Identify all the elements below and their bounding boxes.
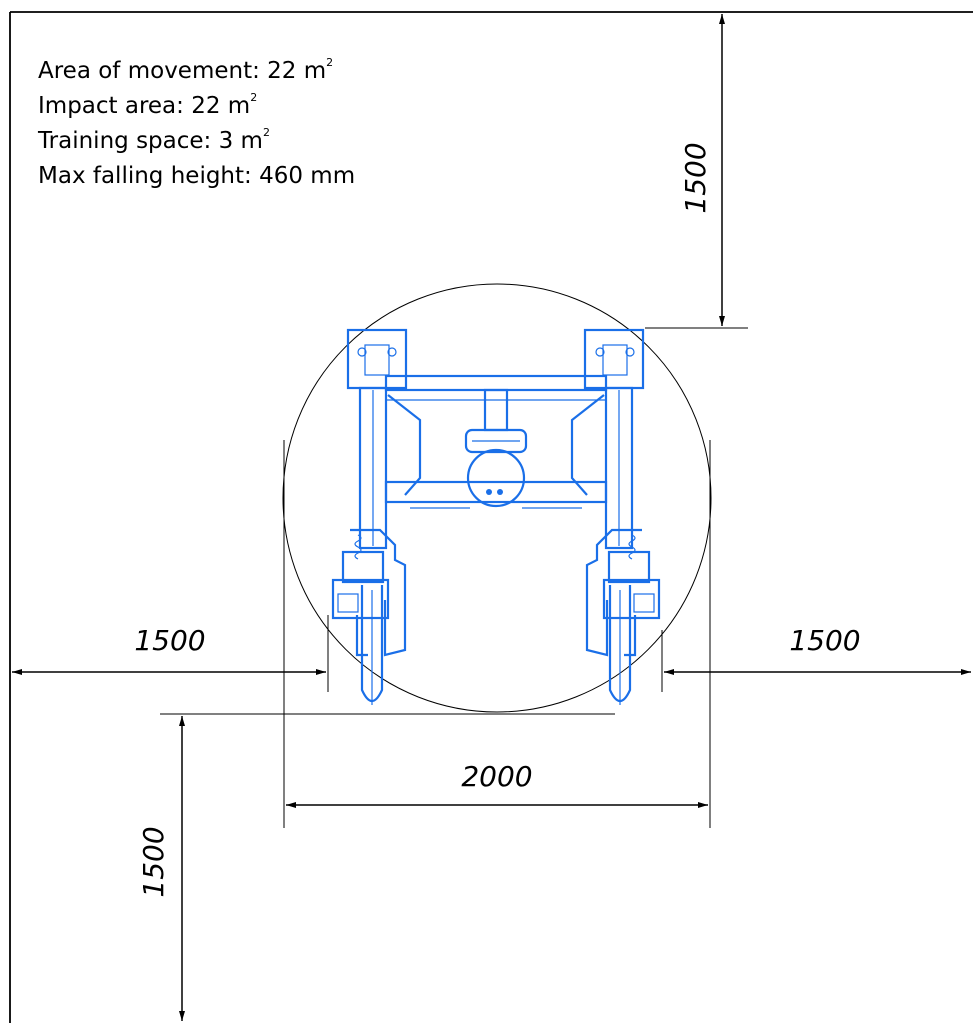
right-lower-frame	[585, 528, 642, 657]
left-lower-frame	[350, 528, 407, 657]
top-dimension: 1500	[645, 13, 748, 329]
left-top-bracket	[346, 328, 408, 390]
right-post	[604, 386, 634, 550]
right-top-bracket	[583, 328, 645, 390]
width-dimension: 2000	[283, 440, 711, 828]
left-post	[358, 386, 388, 550]
training-space-text: Training space: 3 m2	[37, 126, 270, 154]
left-dimension: 1500	[12, 615, 329, 692]
impact-area-text: Impact area: 22 m2	[38, 91, 257, 119]
center-hub	[466, 448, 526, 508]
center-post	[483, 388, 509, 432]
drawing-border	[9, 11, 973, 1023]
equipment-drawing	[331, 328, 661, 705]
lower-crossbar	[384, 480, 608, 504]
left-dimension-label: 1500	[134, 624, 205, 657]
center-seat	[464, 428, 528, 454]
right-dimension-label: 1500	[789, 624, 860, 657]
area-of-movement-text: Area of movement: 22 m2	[38, 56, 333, 84]
bottom-dimension: 1500	[137, 713, 615, 1021]
top-crossbar	[384, 374, 608, 392]
width-dimension-label: 2000	[461, 760, 532, 793]
max-falling-height-text: Max falling height: 460 mm	[38, 163, 355, 189]
training-space-circle	[282, 283, 712, 713]
bottom-dimension-label: 1500	[137, 826, 170, 897]
right-dimension: 1500	[661, 624, 971, 692]
top-dimension-label: 1500	[679, 142, 712, 213]
info-block: Area of movement: 22 m2 Impact area: 22 …	[37, 56, 355, 189]
